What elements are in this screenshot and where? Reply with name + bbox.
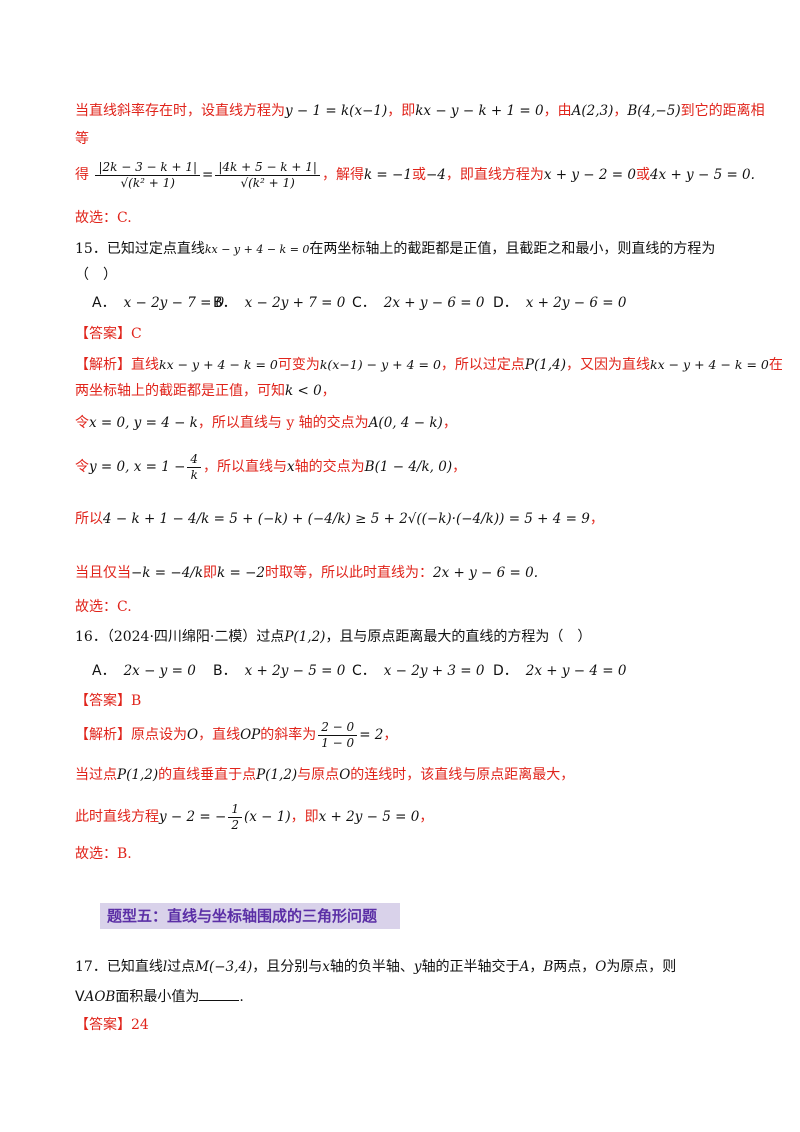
q16-option-b[interactable]: B．x + 2y − 5 = 0 [213, 663, 346, 679]
section-heading-band [100, 903, 400, 929]
analysis-15-line-6: 当且仅当−k = −4/k即k = −2时取等，所以此时直线为：2x + y −… [75, 565, 538, 581]
question-15-paren: （ ） [75, 267, 117, 283]
q16-option-c[interactable]: C．x − 2y + 3 = 0 [352, 663, 485, 679]
q16-option-d[interactable]: D．2x + y − 4 = 0 [493, 663, 627, 679]
question-17-line-2: VAOB面积最小值为. [75, 986, 740, 1008]
q16-option-a[interactable]: A．2x − y = 0 [92, 663, 196, 679]
q15-option-c[interactable]: C．2x + y − 6 = 0 [352, 295, 485, 311]
analysis-15-line-2: 两坐标轴上的截距都是正值，可知k < 0， [75, 383, 336, 399]
solution-line-2: 等 [75, 131, 89, 147]
analysis-16-line-2: 当过点P(1,2)的直线垂直于点P(1,2)与原点O的连线时，该直线与原点距离最… [75, 767, 575, 783]
answer-17: 【答案】24 [75, 1017, 149, 1033]
choice-conclusion-15: 故选：C. [75, 599, 132, 615]
distance-fraction-a: |2k − 3 − k + 1|√(k² + 1) [95, 160, 201, 191]
q15-option-d[interactable]: D．x + 2y − 6 = 0 [493, 295, 627, 311]
question-15-stem: 15．已知过定点直线kx − y + 4 − k = 0在两坐标轴上的截距都是正… [75, 241, 716, 257]
question-16-stem: 16．（2024·四川绵阳·二模）过点P(1,2)，且与原点距离最大的直线的方程… [75, 629, 592, 645]
analysis-15-line-3: 令x = 0, y = 4 − k，所以直线与 y 轴的交点为A(0, 4 − … [75, 415, 457, 431]
question-17-stem: 17．已知直线l过点M(−3,4)，且分别与x轴的负半轴、y轴的正半轴交于A，B… [75, 959, 677, 975]
q15-option-a[interactable]: A．x − 2y − 7 = 0 [92, 295, 225, 311]
answer-16: 【答案】B [75, 693, 142, 709]
solution-line-3: 得 |2k − 3 − k + 1|√(k² + 1)=|4k + 5 − k … [75, 159, 755, 191]
answer-blank[interactable] [199, 986, 240, 1001]
analysis-15-line-5: 所以4 − k + 1 − 4/k = 5 + (−k) + (−4/k) ≥ … [75, 511, 604, 527]
distance-fraction-b: |4k + 5 − k + 1|√(k² + 1) [215, 160, 320, 191]
q15-option-b[interactable]: B．x − 2y + 7 = 0 [213, 295, 346, 311]
solution-line-1: 当直线斜率存在时，设直线方程为y − 1 = k(x−1)，即kx − y − … [75, 103, 765, 119]
choice-conclusion-14: 故选：C. [75, 210, 132, 226]
analysis-15-line-1: 【解析】直线kx − y + 4 − k = 0可变为k(x−1) − y + … [75, 357, 783, 373]
answer-15: 【答案】C [75, 326, 142, 342]
choice-conclusion-16: 故选：B. [75, 846, 132, 862]
section-heading: 题型五：直线与坐标轴围成的三角形问题 [107, 907, 378, 925]
